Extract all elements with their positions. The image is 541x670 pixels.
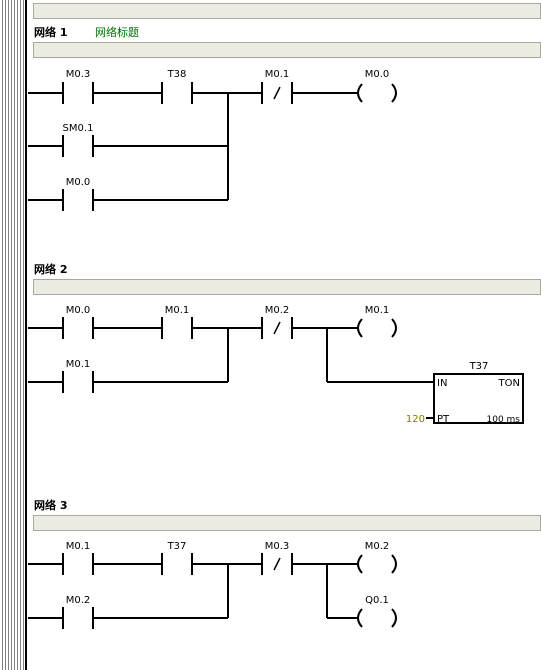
contact-label: M0.1 <box>165 305 190 316</box>
contact-label: M0.0 <box>66 305 91 316</box>
timer-pt-value[interactable]: 120 <box>406 414 425 425</box>
contact-no[interactable] <box>62 607 94 629</box>
coil-label: Q0.1 <box>365 595 389 606</box>
coil[interactable] <box>357 608 397 628</box>
contact-label: M0.1 <box>66 359 91 370</box>
contact-label: T37 <box>167 541 187 552</box>
contact-nc[interactable] <box>261 317 293 339</box>
contact-label: M0.1 <box>66 541 91 552</box>
timer-in-pin: IN <box>437 378 447 389</box>
contact-no[interactable] <box>62 317 94 339</box>
timer-name: T37 <box>469 361 489 372</box>
contact-label: M0.1 <box>265 69 290 80</box>
contact-label: SM0.1 <box>63 123 94 134</box>
network-2-label[interactable]: 网络 2 <box>34 263 68 276</box>
coil[interactable] <box>357 554 397 574</box>
contact-no[interactable] <box>62 82 94 104</box>
timer-pt-pin: PT <box>437 414 450 425</box>
contact-label: T38 <box>167 69 187 80</box>
contact-label: M0.2 <box>66 595 91 606</box>
contact-no[interactable] <box>161 82 193 104</box>
contact-label: M0.2 <box>265 305 290 316</box>
contact-no[interactable] <box>62 371 94 393</box>
left-power-rail <box>0 0 27 670</box>
contact-label: M0.3 <box>265 541 290 552</box>
network-1-title[interactable]: 网络标题 <box>95 26 139 39</box>
timer-type: TON <box>498 378 520 389</box>
coil-label: M0.2 <box>365 541 390 552</box>
coil[interactable] <box>357 318 397 338</box>
contact-label: M0.3 <box>66 69 91 80</box>
contact-no[interactable] <box>62 135 94 157</box>
network-3-label[interactable]: 网络 3 <box>34 499 68 512</box>
network-1-label[interactable]: 网络 1 <box>34 26 68 39</box>
contact-no[interactable] <box>62 553 94 575</box>
contact-no[interactable] <box>161 553 193 575</box>
contact-nc[interactable] <box>261 553 293 575</box>
coil-label: M0.1 <box>365 305 390 316</box>
contact-no[interactable] <box>62 189 94 211</box>
coil[interactable] <box>357 83 397 103</box>
contact-no[interactable] <box>161 317 193 339</box>
timer-block[interactable] <box>426 373 524 424</box>
timer-base: 100 ms <box>487 415 521 425</box>
contact-label: M0.0 <box>66 177 91 188</box>
contact-nc[interactable] <box>261 82 293 104</box>
coil-label: M0.0 <box>365 69 390 80</box>
